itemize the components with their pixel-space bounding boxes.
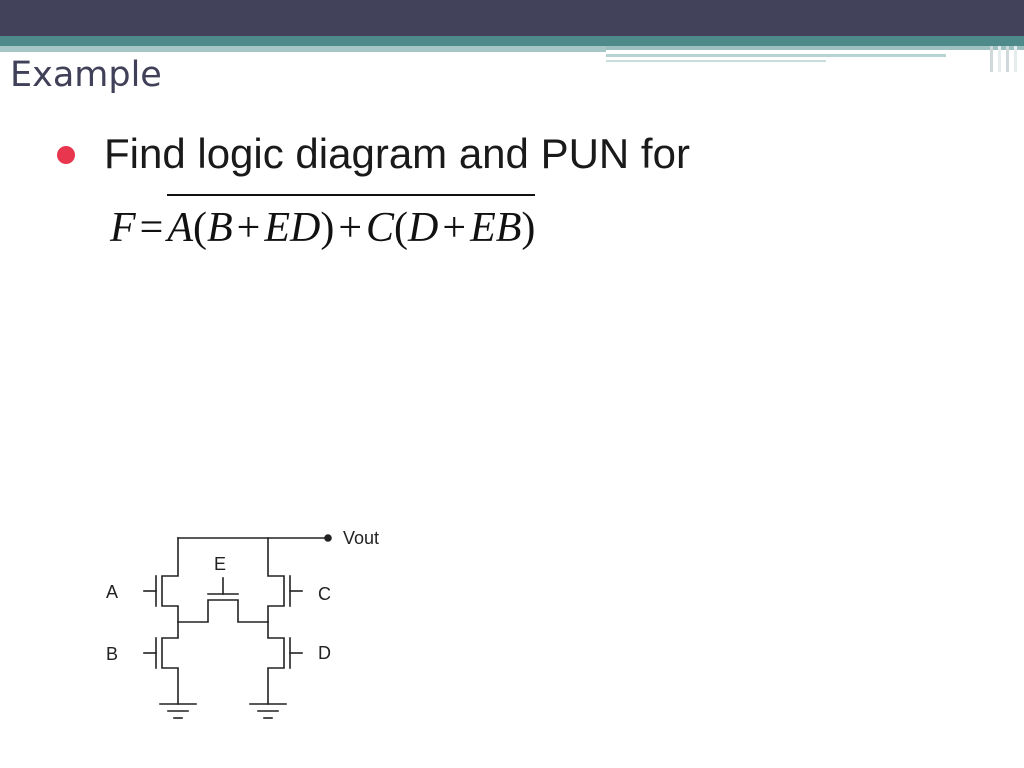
ground-right-icon <box>249 703 287 719</box>
formula-term-a: A <box>167 205 193 251</box>
formula-term-d: D <box>408 205 439 251</box>
stripe-vertical-4 <box>1014 46 1017 72</box>
left-branch-wire <box>161 537 179 705</box>
formula-term-c: C <box>366 205 395 251</box>
pull-down-network-diagram: Vout A B C D E <box>106 528 379 719</box>
boolean-formula: F=A(B+ED)+C(D+EB) <box>110 194 536 256</box>
formula-paren-close-1: ) <box>320 205 335 251</box>
stripe-bar-3 <box>606 60 826 62</box>
input-label-b: B <box>106 644 118 664</box>
stripe-vertical-3 <box>1006 46 1009 72</box>
stripe-bar-1 <box>606 46 1024 50</box>
circuit-wires <box>161 537 329 705</box>
vout-node <box>324 534 332 542</box>
transistor-b <box>143 637 157 669</box>
formula-negated-expression: A(B+ED)+C(D+EB) <box>167 194 536 256</box>
e-transistor-bridge <box>177 599 269 623</box>
transistor-a <box>143 575 157 607</box>
light-band <box>0 46 606 52</box>
bullet-dot-icon <box>57 146 75 164</box>
formula-lhs: F <box>110 205 136 251</box>
top-bar <box>0 0 1024 36</box>
transistor-e <box>207 577 239 595</box>
formula-term-b: B <box>207 205 233 251</box>
ground-left-icon <box>159 703 197 719</box>
input-label-e: E <box>214 554 226 574</box>
slide-title: Example <box>10 55 162 95</box>
transistor-c <box>289 575 303 607</box>
formula-plus-1: + <box>236 205 261 251</box>
vout-label: Vout <box>343 528 379 548</box>
decorative-stripes <box>606 46 1024 72</box>
stripe-vertical-1 <box>990 46 993 72</box>
stripe-bar-2 <box>606 54 946 57</box>
formula-term-ed: ED <box>264 205 321 251</box>
transistor-d <box>289 637 303 669</box>
formula-equals: = <box>139 205 164 251</box>
formula-plus-2: + <box>442 205 467 251</box>
input-label-c: C <box>318 584 331 604</box>
formula-term-eb: EB <box>470 205 522 251</box>
input-label-a: A <box>106 582 118 602</box>
formula-paren-close-2: ) <box>521 205 536 251</box>
formula-paren-open-2: ( <box>394 205 409 251</box>
bullet-text: Find logic diagram and PUN for <box>104 130 690 177</box>
formula-paren-open-1: ( <box>193 205 207 251</box>
stripe-vertical-2 <box>998 46 1001 72</box>
right-branch-wire <box>267 537 285 705</box>
teal-band <box>0 36 1024 46</box>
formula-plus-mid: + <box>338 205 363 251</box>
input-label-d: D <box>318 643 331 663</box>
